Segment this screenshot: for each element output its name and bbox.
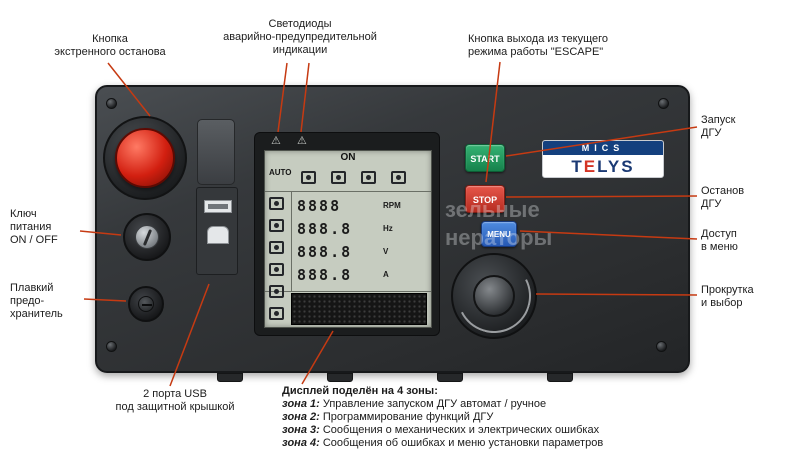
- temperature-icon: [269, 263, 284, 276]
- telys-rest: LYS: [597, 157, 635, 176]
- display-bezel: ⚠ ⚠ ON AUTO: [254, 132, 440, 336]
- brand-logo: MICS TELYS: [542, 140, 664, 178]
- fuse-slot-icon: [142, 303, 152, 306]
- fuse-holder: [128, 286, 164, 322]
- auto-mode-label: AUTO: [269, 168, 292, 177]
- usb-a-port[interactable]: [204, 200, 232, 213]
- segment-unit: RPM: [383, 201, 401, 210]
- usb-a-tongue: [208, 204, 228, 209]
- power-status-text: ON: [340, 152, 356, 163]
- knob-base: [447, 249, 541, 343]
- engine-icon: [301, 171, 316, 184]
- callout-menu: Доступ в меню: [701, 228, 738, 254]
- warning-led-icon: ⚠: [297, 135, 307, 147]
- reading-row: 8888 RPM: [295, 195, 429, 217]
- screw-icon: [106, 98, 117, 109]
- zone-divider: [265, 191, 431, 192]
- coolant-icon: [269, 285, 284, 298]
- alarm-led-icon: ⚠: [271, 135, 281, 147]
- emergency-stop-base: [103, 116, 187, 200]
- alternator-icon: [361, 171, 376, 184]
- segment-value: 888.8: [297, 220, 353, 238]
- rotary-knob[interactable]: [473, 275, 515, 317]
- callout-start: Запуск ДГУ: [701, 114, 736, 140]
- zone-item: зона 1: Управление запуском ДГУ автомат …: [282, 398, 722, 411]
- battery-icon: [269, 219, 284, 232]
- key-slot-icon: [142, 229, 153, 246]
- zone-label: зона 3:: [282, 424, 320, 436]
- control-icon: [331, 171, 346, 184]
- telys-e: E: [583, 157, 598, 176]
- stop-button[interactable]: STOP: [465, 185, 505, 213]
- segment-value: 888.8: [297, 243, 353, 261]
- zone-text: Программирование функций ДГУ: [322, 411, 494, 423]
- mount-tab: [327, 373, 353, 382]
- segment-value: 888.8: [297, 266, 353, 284]
- lcd-screen: ON AUTO 8888 RP: [264, 150, 432, 328]
- segment-unit: V: [383, 247, 389, 256]
- reading-row: 888.8 A: [295, 264, 429, 286]
- message-matrix-zone: [291, 293, 427, 325]
- fuse-cap[interactable]: [138, 296, 154, 312]
- mount-tab: [217, 373, 243, 382]
- zone-item: зона 3: Сообщения о механических и элект…: [282, 424, 722, 437]
- telys-t: T: [571, 157, 584, 176]
- segment-value: 8888: [297, 197, 342, 215]
- zones-title: Дисплей поделён на 4 зоны:: [282, 385, 438, 397]
- callout-usb: 2 порта USB под защитной крышкой: [115, 388, 235, 414]
- callout-emergency-stop: Кнопка экстренного останова: [54, 33, 166, 59]
- menu-button[interactable]: MENU: [481, 221, 517, 247]
- zone-text: Сообщения о механических и электрических…: [322, 424, 600, 436]
- segment-unit: Hz: [383, 224, 393, 233]
- callout-stop: Останов ДГУ: [701, 185, 745, 211]
- fuel-icon: [269, 197, 284, 210]
- mount-tab: [547, 373, 573, 382]
- screw-icon: [658, 98, 669, 109]
- zone-item: зона 4: Сообщения об ошибках и меню уста…: [282, 437, 722, 450]
- power-icon: [269, 307, 284, 320]
- control-panel: ⚠ ⚠ ON AUTO: [95, 85, 690, 382]
- oil-pressure-icon: [269, 241, 284, 254]
- mount-tab: [437, 373, 463, 382]
- zone-label: зона 1:: [282, 398, 320, 410]
- emergency-stop-button[interactable]: [115, 128, 175, 188]
- reading-row: 888.8 Hz: [295, 218, 429, 240]
- segment-unit: A: [383, 270, 389, 279]
- callout-key-switch: Ключ питания ON / OFF: [10, 208, 58, 247]
- usb-protective-cover[interactable]: [197, 119, 235, 185]
- screw-icon: [656, 341, 667, 352]
- zone-label: зона 2:: [282, 411, 320, 423]
- usb-b-port[interactable]: [207, 226, 229, 244]
- zone-text: Управление запуском ДГУ автомат / ручное: [322, 398, 547, 410]
- callout-leds: Светодиоды аварийно-предупредительной ин…: [223, 18, 377, 57]
- telys-logo-text: TELYS: [543, 155, 663, 177]
- callout-scroll: Прокрутка и выбор: [701, 284, 754, 310]
- reading-row: 888.8 V: [295, 241, 429, 263]
- key-switch[interactable]: [135, 225, 159, 249]
- key-switch-base: [123, 213, 171, 261]
- mics-logo-text: MICS: [543, 141, 663, 155]
- zone-item: зона 2: Программирование функций ДГУ: [282, 411, 722, 424]
- zone-divider: [291, 191, 292, 291]
- zone-text: Сообщения об ошибках и меню установки па…: [322, 437, 604, 449]
- callout-escape: Кнопка выхода из текущего режима работы …: [468, 33, 609, 59]
- display-zones-note: Дисплей поделён на 4 зоны: зона 1: Управ…: [282, 385, 722, 450]
- zone-divider: [265, 291, 431, 292]
- usb-port-block: [196, 187, 238, 275]
- callout-fuse: Плавкий предо- хранитель: [10, 282, 63, 321]
- start-button[interactable]: START: [465, 144, 505, 172]
- zone-label: зона 4:: [282, 437, 320, 449]
- screw-icon: [106, 341, 117, 352]
- mains-icon: [391, 171, 406, 184]
